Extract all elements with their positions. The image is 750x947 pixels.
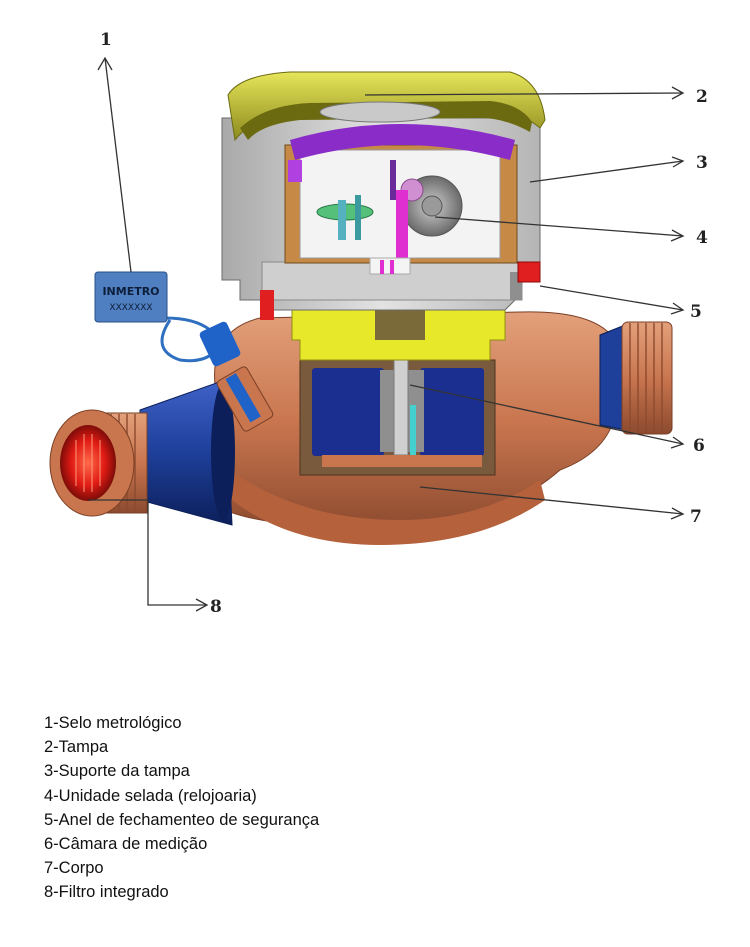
legend-item-4: 4-Unidade selada (relojoaria): [44, 786, 257, 805]
water-meter-diagram: INMETRO XXXXXXX 1 2 3 4 5 6 7 8: [49, 30, 708, 617]
callout-1: 1: [100, 30, 112, 50]
inlet-pipe: [49, 379, 235, 526]
integrated-filter: [60, 425, 116, 501]
legend-item-2: 2-Tampa: [44, 738, 109, 757]
metrological-seal: INMETRO XXXXXXX: [94, 271, 168, 323]
legend-item-3: 3-Suporte da tampa: [44, 762, 190, 781]
legend-item-6: 6-Câmara de medição: [44, 835, 208, 854]
legend-item-5: 5-Anel de fechamenteo de segurança: [44, 810, 320, 829]
seal-brand-text: INMETRO: [102, 285, 159, 298]
legend-item-8: 8-Filtro integrado: [44, 883, 169, 902]
callout-2: 2: [696, 87, 708, 107]
top-cover: [227, 71, 546, 142]
legend-item-1: 1-Selo metrológico: [44, 714, 182, 732]
callout-numbers: 1 2 3 4 5 6 7 8: [100, 30, 708, 617]
callout-6: 6: [693, 436, 705, 456]
safety-ring: [517, 261, 541, 283]
parts-legend: 1-Selo metrológico 2-Tampa 3-Suporte da …: [44, 711, 319, 905]
sealed-register: [284, 124, 518, 275]
legend-item-7: 7-Corpo: [44, 859, 104, 878]
callout-5: 5: [690, 302, 702, 322]
measuring-chamber: [299, 304, 496, 476]
callout-3: 3: [696, 153, 708, 173]
leader-lines: [88, 56, 685, 612]
callout-4: 4: [696, 228, 708, 248]
callout-8: 8: [210, 597, 222, 617]
seal-serial-text: XXXXXXX: [109, 303, 152, 313]
callout-7: 7: [690, 507, 702, 527]
seal-clamp: [160, 316, 274, 432]
outlet-pipe: [599, 321, 673, 435]
